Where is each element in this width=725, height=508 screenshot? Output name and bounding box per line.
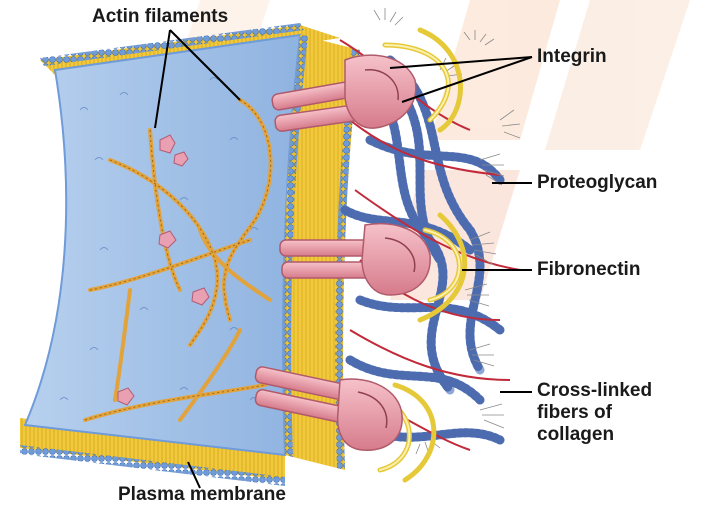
label-collagen-line1: Cross-linked xyxy=(537,380,652,402)
label-collagen-line2: fibers of xyxy=(537,402,612,424)
label-fibronectin: Fibronectin xyxy=(537,259,640,281)
label-plasma-membrane: Plasma membrane xyxy=(118,484,286,506)
label-collagen-line3: collagen xyxy=(537,424,614,446)
label-actin-filaments: Actin filaments xyxy=(92,6,228,28)
label-integrin: Integrin xyxy=(537,46,607,68)
label-proteoglycan: Proteoglycan xyxy=(537,172,657,194)
